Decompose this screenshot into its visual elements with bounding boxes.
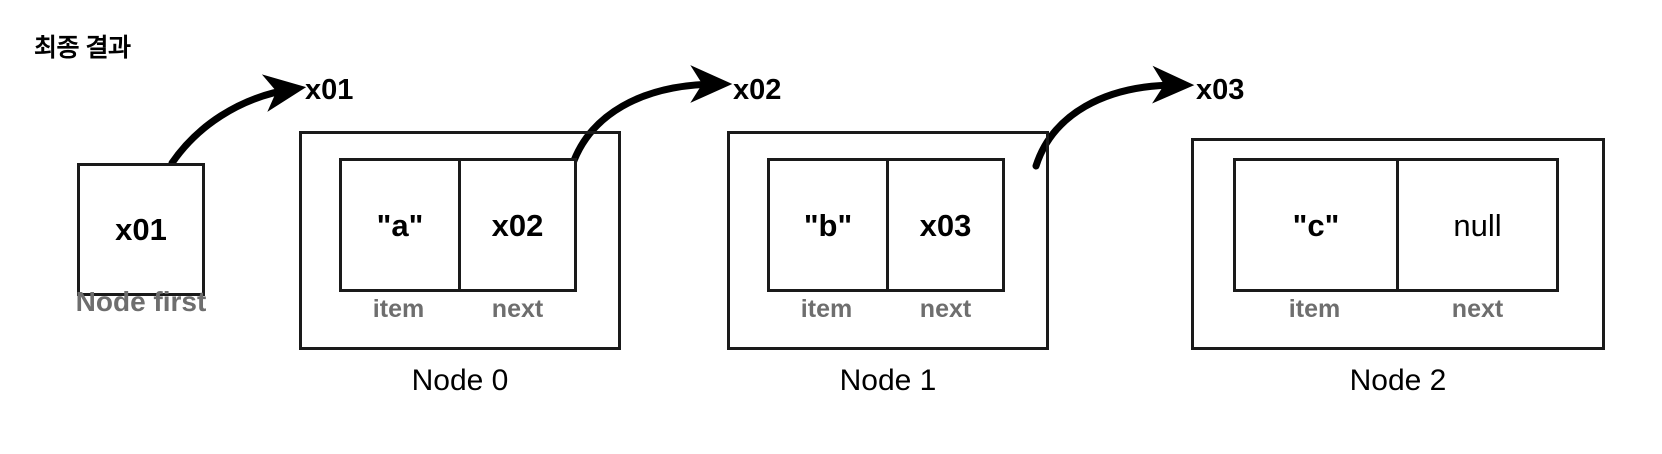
node-2-next-label: next — [1451, 295, 1504, 323]
pointer-value: x01 — [115, 212, 167, 247]
node-0-field-labels: item next — [339, 297, 577, 322]
node-2-next-value: null — [1453, 207, 1502, 243]
node-box-2 — [1191, 138, 1605, 350]
node-0-next-value: x02 — [491, 207, 544, 243]
node-box-1 — [727, 131, 1049, 350]
node-1-field-labels: item next — [767, 297, 1005, 322]
node-2-field-labels: item next — [1233, 297, 1559, 322]
address-label-node-0: x01 — [305, 74, 354, 106]
node-2-item-cell: "c" — [1236, 161, 1396, 289]
node-0-item-label: item — [372, 295, 425, 323]
address-label-node-2: x03 — [1196, 74, 1245, 106]
node-1-next-value: x03 — [919, 207, 972, 243]
node-1-item-label: item — [800, 295, 853, 323]
node-0-next-label: next — [491, 295, 544, 323]
node-caption-2: Node 2 — [1349, 364, 1447, 397]
node-box-0 — [299, 131, 621, 350]
node-1-item-value: "b" — [803, 207, 853, 243]
node-2-next-cell: null — [1396, 161, 1556, 289]
address-label-node-1: x02 — [733, 74, 782, 106]
node-1-item-cell: "b" — [770, 161, 886, 289]
pointer-caption: Node first — [75, 286, 207, 317]
node-2-item-value: "c" — [1292, 207, 1340, 243]
pointer-box-node-first: x01 — [77, 163, 205, 296]
node-0-next-cell: x02 — [458, 161, 574, 289]
node-2-item-label: item — [1288, 295, 1341, 323]
node-0-item-cell: "a" — [342, 161, 458, 289]
node-1-next-label: next — [919, 295, 972, 323]
node-cells-1: "b" x03 — [767, 158, 1005, 292]
page-title: 최종 결과 — [34, 34, 131, 62]
arrow-node1-to-node2 — [1032, 65, 1195, 170]
arrow-first-to-node0 — [168, 74, 307, 167]
node-cells-0: "a" x02 — [339, 158, 577, 292]
node-1-next-cell: x03 — [886, 161, 1002, 289]
node-caption-1: Node 1 — [839, 364, 937, 397]
node-cells-2: "c" null — [1233, 158, 1559, 292]
node-0-item-value: "a" — [376, 207, 424, 243]
node-caption-0: Node 0 — [411, 364, 509, 397]
